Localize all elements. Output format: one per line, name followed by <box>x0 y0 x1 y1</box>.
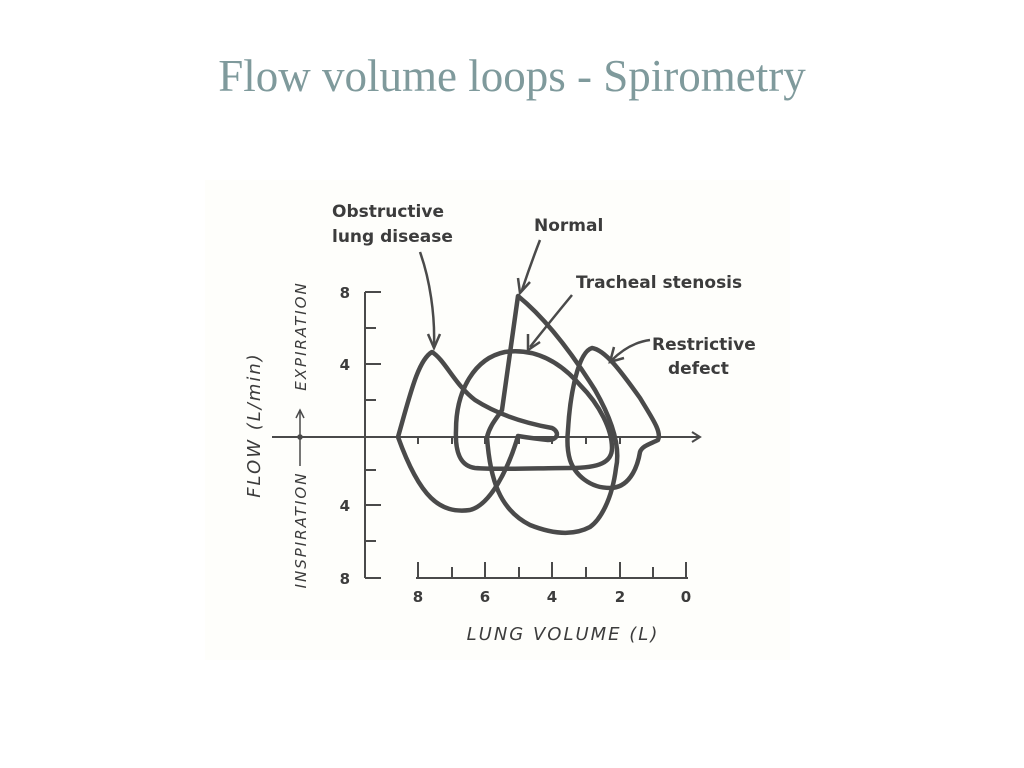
obstructive-loop <box>395 349 560 513</box>
restrictive-pointer <box>611 338 651 361</box>
tick-labels: 8 4 4 8 8 6 4 2 0 <box>340 284 692 606</box>
obstructive-pointer <box>418 251 436 346</box>
normal-pointer <box>520 239 542 291</box>
annotation-arrows <box>418 239 651 364</box>
x-tick-label: 4 <box>547 588 557 606</box>
slide-title: Flow volume loops - Spirometry <box>218 51 806 101</box>
y-tick-label: 8 <box>340 570 350 588</box>
y-axis-label: FLOW (L/min) <box>244 352 265 498</box>
y-tick-label: 8 <box>340 284 350 302</box>
loops <box>395 293 662 535</box>
x-axis-label: LUNG VOLUME (L) <box>467 624 660 645</box>
direction-arrow <box>295 408 305 466</box>
restrictive-loop <box>565 345 662 491</box>
restrictive-label-line2: defect <box>668 359 729 379</box>
x-tick-label: 2 <box>615 588 625 606</box>
x-tick-label: 0 <box>681 588 691 606</box>
obstructive-label-line1: Obstructive <box>332 202 444 222</box>
tracheal-loop <box>453 349 615 472</box>
axes <box>272 291 702 579</box>
expiration-label: EXPIRATION <box>292 281 310 390</box>
zero-flow-arrow <box>691 431 702 443</box>
restrictive-label-line1: Restrictive <box>652 335 756 355</box>
tracheal-label: Tracheal stenosis <box>576 273 742 293</box>
x-tick-label: 6 <box>480 588 490 606</box>
normal-loop <box>484 293 620 535</box>
y-tick-label: 4 <box>340 356 350 374</box>
tracheal-pointer <box>529 294 573 348</box>
inspiration-label: INSPIRATION <box>292 472 310 589</box>
obstructive-label-line2: lung disease <box>332 227 453 247</box>
curve-labels: Obstructive lung disease Normal Tracheal… <box>332 202 756 379</box>
x-tick-label: 8 <box>413 588 423 606</box>
normal-label: Normal <box>534 216 603 236</box>
y-tick-label: 4 <box>340 497 350 515</box>
